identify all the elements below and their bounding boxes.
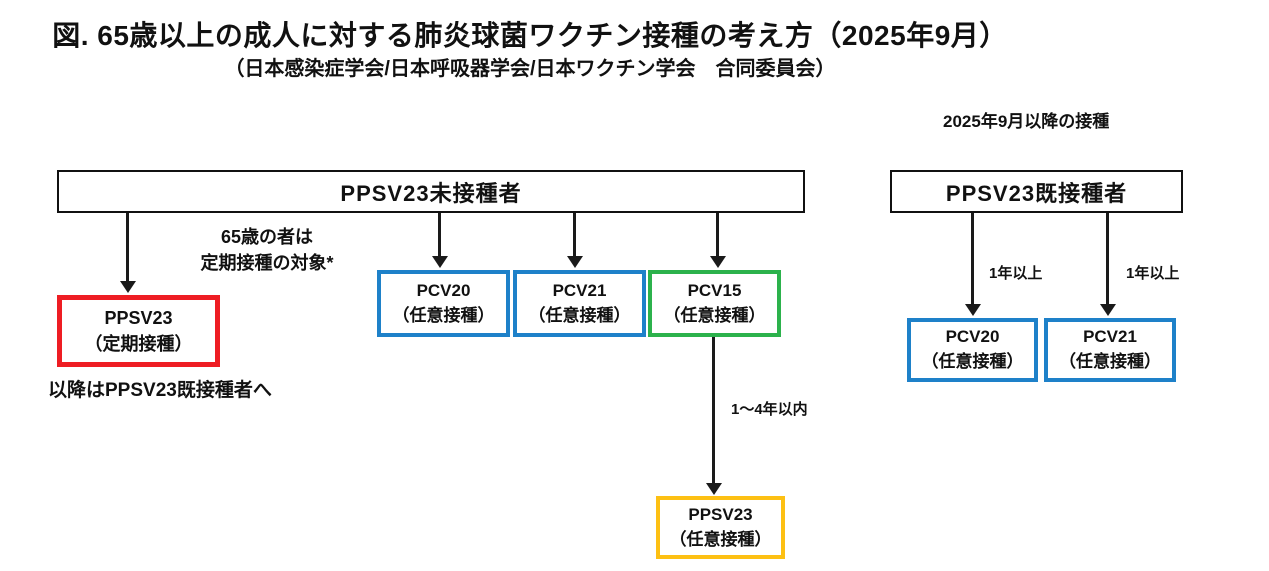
vaccinated-pcv21-type: （任意接種） [1059, 352, 1161, 371]
note-age-65-line2: 定期接種の対象* [200, 253, 334, 274]
pcv15-optional-box: PCV15 （任意接種） [648, 270, 781, 337]
figure-subtitle: （日本感染症学会/日本呼吸器学会/日本ワクチン学会 合同委員会） [224, 58, 836, 80]
arrow-head-to-pcv15 [710, 256, 726, 268]
pcv20-optional-type: （任意接種） [392, 305, 495, 325]
arrow-line-to-pcv20 [438, 213, 441, 257]
pcv21-optional-name: PCV21 [552, 280, 607, 300]
ppsv23-optional-box: PPSV23 （任意接種） [656, 496, 785, 559]
arrow-head-pcv15-to-ppsv23 [706, 483, 722, 495]
note-age-65-line1: 65歳の者は [220, 227, 314, 247]
arrow-line-vaccinated-pcv20 [971, 213, 974, 305]
interval-1-year-label-left: 1年以上 [989, 265, 1043, 282]
ppsv23-routine-name: PPSV23 [104, 307, 173, 328]
ppsv23-routine-type: （定期接種） [84, 334, 193, 354]
vaccinated-header-box: PPSV23既接種者 [890, 170, 1183, 213]
arrow-head-to-routine [120, 281, 136, 293]
vaccinated-header-label: PPSV23既接種者 [945, 180, 1128, 206]
vaccinated-pcv20-name: PCV20 [945, 327, 1000, 347]
interval-1-4-years-label: 1～4年以内 [731, 401, 808, 418]
arrow-line-vaccinated-pcv21 [1106, 213, 1109, 305]
vaccinated-pcv21-box: PCV21 （任意接種） [1044, 318, 1176, 382]
arrow-line-to-pcv21 [573, 213, 576, 257]
pcv15-optional-name: PCV15 [687, 280, 742, 300]
ppsv23-optional-name: PPSV23 [688, 504, 753, 524]
arrow-head-to-pcv21 [567, 256, 583, 268]
ppsv23-optional-type: （任意接種） [669, 529, 772, 549]
pcv21-optional-type: （任意接種） [528, 305, 631, 325]
arrow-line-to-pcv15 [716, 213, 719, 257]
arrow-head-vaccinated-pcv20 [965, 304, 981, 316]
right-note: 2025年9月以降の接種 [943, 112, 1110, 131]
vaccinated-pcv21-name: PCV21 [1083, 327, 1137, 347]
arrow-line-to-routine [126, 213, 129, 282]
pcv20-optional-name: PCV20 [416, 280, 471, 300]
after-note: 以降はPPSV23既接種者へ [48, 380, 272, 401]
arrow-head-vaccinated-pcv21 [1100, 304, 1116, 316]
figure-title: 図. 65歳以上の成人に対する肺炎球菌ワクチン接種の考え方（2025年9月） [52, 20, 1008, 51]
pcv20-optional-box: PCV20 （任意接種） [377, 270, 510, 337]
unvaccinated-header-label: PPSV23未接種者 [340, 180, 522, 206]
note-age-65: 65歳の者は 定期接種の対象* [172, 224, 362, 276]
ppsv23-routine-box: PPSV23 （定期接種） [57, 295, 220, 367]
unvaccinated-header-box: PPSV23未接種者 [57, 170, 805, 213]
interval-1-year-label-right: 1年以上 [1126, 265, 1180, 282]
arrow-head-to-pcv20 [432, 256, 448, 268]
vaccinated-pcv20-type: （任意接種） [921, 352, 1024, 371]
vaccinated-pcv20-box: PCV20 （任意接種） [907, 318, 1038, 382]
pcv15-optional-type: （任意接種） [663, 305, 766, 325]
arrow-line-pcv15-to-ppsv23 [712, 337, 715, 484]
pcv21-optional-box: PCV21 （任意接種） [513, 270, 646, 337]
